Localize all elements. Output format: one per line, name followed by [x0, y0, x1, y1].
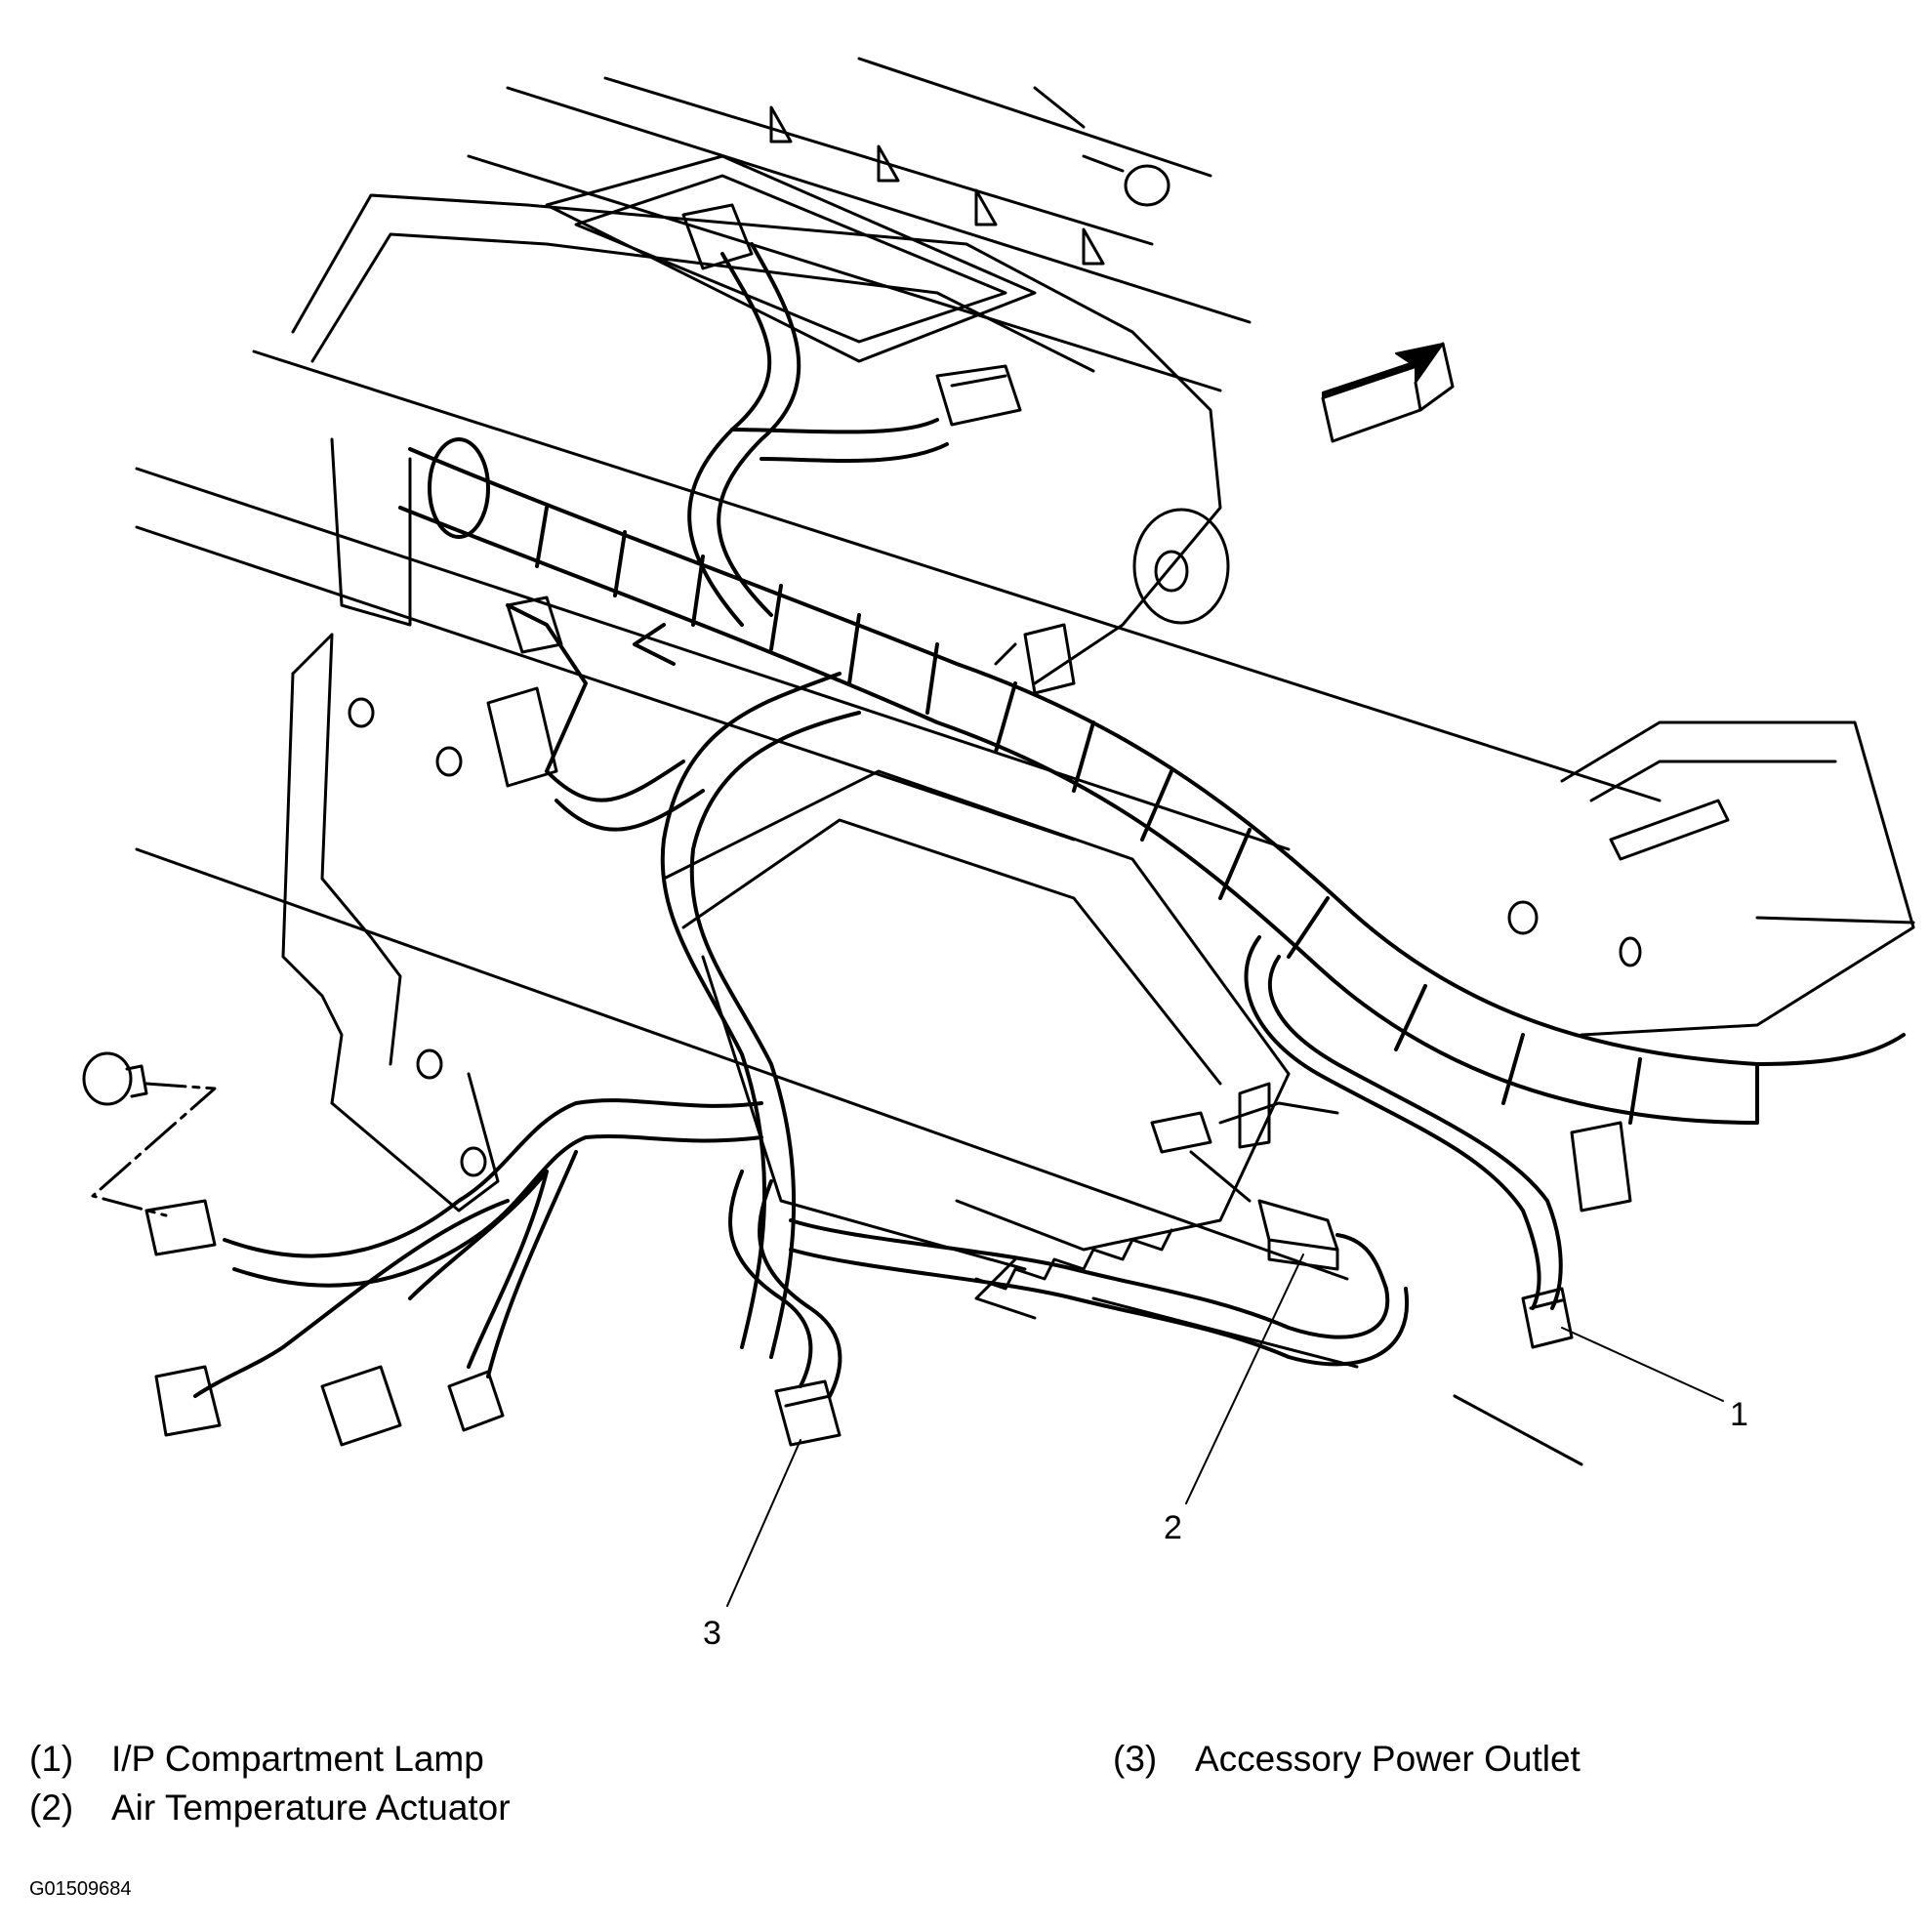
legend-item-2: (2) Air Temperature Actuator [29, 1789, 511, 1826]
legend-item-1: (1) I/P Compartment Lamp [29, 1741, 484, 1777]
i-p-compartment-lamp-connector [1521, 1287, 1574, 1349]
callout-leader-3 [726, 1439, 801, 1607]
middle-connector [486, 596, 563, 788]
callout-3: 3 [703, 1615, 721, 1652]
legend-number: (2) [29, 1788, 74, 1828]
lamp-harness-branch [1244, 935, 1563, 1310]
forward-direction-arrow-icon [1321, 342, 1455, 443]
lower-left-connectors [144, 1199, 505, 1447]
middle-harness-branches [506, 603, 861, 1359]
callout-leader-2 [1185, 1254, 1304, 1504]
top-connector [681, 203, 1022, 427]
bulb-icon [82, 1051, 148, 1106]
legend-text: Air Temperature Actuator [111, 1788, 511, 1828]
wiring-harness-diagram [82, 57, 1915, 1607]
callout-2: 2 [1164, 1509, 1182, 1546]
accessory-power-outlet-connector [774, 1379, 842, 1447]
callout-1: 1 [1730, 1396, 1748, 1433]
legend-text: Accessory Power Outlet [1195, 1739, 1581, 1779]
legend-item-3: (3) Accessory Power Outlet [1113, 1741, 1581, 1777]
callout-leader-1 [1561, 1327, 1724, 1402]
bulb-leader-dash [91, 1082, 217, 1217]
figure-id: G01509684 [29, 1878, 132, 1900]
dash-panel-structure [135, 57, 1915, 1466]
upper-harness-branch [687, 242, 949, 627]
legend-number: (3) [1113, 1739, 1158, 1779]
legend-text: I/P Compartment Lamp [111, 1739, 484, 1779]
lower-left-harness-branches [193, 1098, 1410, 1398]
main-harness-trunk [398, 437, 1906, 1125]
air-temperature-actuator-connector [1257, 1199, 1339, 1271]
legend-number: (1) [29, 1739, 74, 1779]
